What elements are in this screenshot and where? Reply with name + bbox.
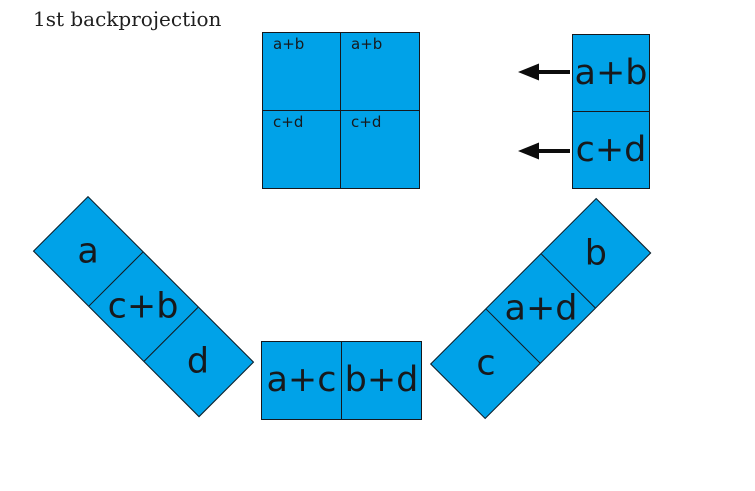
projection-cell-label: c+b — [108, 286, 179, 327]
horizontal-projection-strip: a+c b+d — [261, 341, 422, 420]
projection-cell-label: a — [77, 231, 100, 272]
left-arrow-icon — [518, 142, 570, 160]
projection-cell-label: d — [187, 341, 210, 382]
projection-cell-label: a+d — [504, 287, 578, 328]
grid-cell-bottom-right: c+d — [341, 111, 419, 189]
vertical-projection-strip: a+b c+d — [572, 34, 650, 189]
grid-cell-label: c+d — [351, 112, 382, 131]
projection-cell: a+b — [573, 35, 649, 112]
grid-cell-top-left: a+b — [263, 33, 341, 111]
grid-cell-label: c+d — [273, 112, 304, 131]
left-arrow-icon — [518, 63, 570, 81]
projection-cell: a+c — [262, 342, 342, 419]
grid-cell-bottom-left: c+d — [263, 110, 341, 188]
diagram-title: 1st backprojection — [33, 7, 222, 31]
projection-cell-label: c — [475, 343, 496, 384]
projection-cell: c+d — [575, 129, 647, 170]
reconstruction-grid: a+b a+b c+d c+d — [262, 32, 420, 189]
projection-cell: b+d — [344, 360, 419, 400]
projection-cell-label: b — [584, 232, 607, 273]
diagonal-projection-strip-left: a c+b d — [32, 196, 255, 418]
grid-cell-label: a+b — [351, 35, 383, 53]
diagonal-projection-strip-right: c a+d b — [430, 197, 652, 420]
grid-cell-top-right: a+b — [341, 33, 419, 111]
grid-cell-label: a+b — [273, 35, 305, 53]
